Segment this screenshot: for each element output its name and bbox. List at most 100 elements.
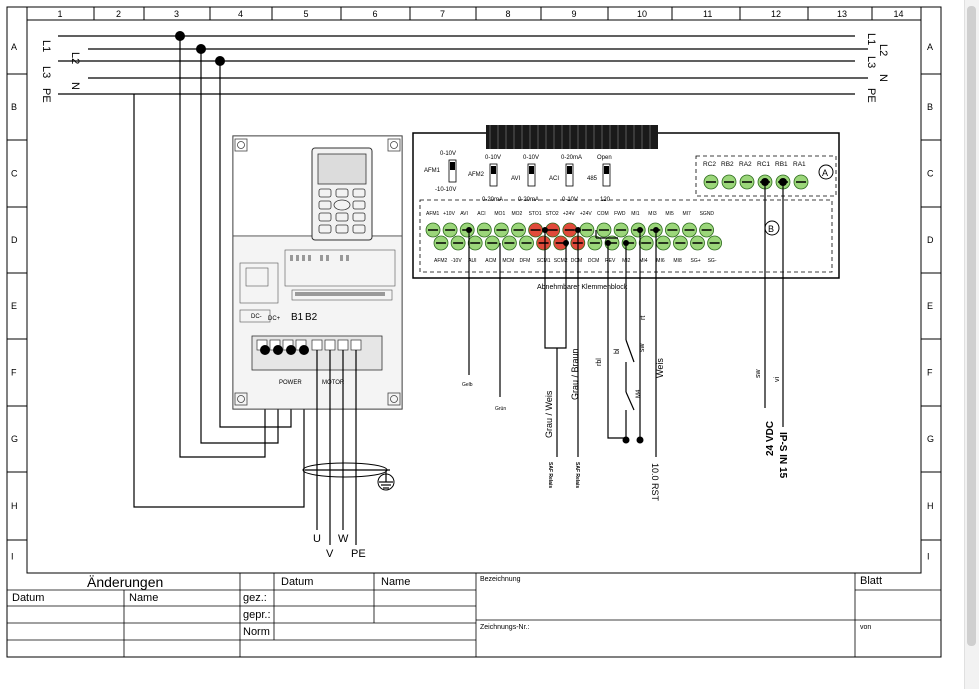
label-n-right: N <box>877 74 889 82</box>
row-letter-left: A <box>11 42 17 52</box>
row-letter-right: H <box>927 501 934 511</box>
bottom-terminal-label: MI4 <box>639 258 648 264</box>
top-terminal-label: MO2 <box>512 211 523 217</box>
column-number: 2 <box>116 9 121 19</box>
wire-label-rbl: rbl <box>596 358 603 366</box>
top-terminal-label: STO2 <box>546 211 559 217</box>
zeichnungs-nr-label: Zeichnungs-Nr.: <box>480 624 529 631</box>
motor-phase-w: W <box>338 533 349 545</box>
marker-a-circle <box>818 164 834 180</box>
wire-label-sw: sw <box>639 343 646 353</box>
wire-label-sw-2: sw <box>755 369 762 379</box>
column-number: 11 <box>703 9 712 19</box>
gepr-label: gepr.: <box>243 609 271 621</box>
wire-label-vi: vi <box>774 377 781 383</box>
row-letter-right: C <box>927 169 934 179</box>
top-terminal-label: AVI <box>460 211 468 217</box>
column-number: 3 <box>174 9 179 19</box>
bottom-terminal-label: AUI <box>468 258 476 264</box>
wire-label-ips-in15: IP-S IN 15 <box>777 432 788 479</box>
bottom-terminal-label: MI8 <box>673 258 682 264</box>
wire-label-saf-2: SAF Relais <box>574 462 580 488</box>
label-l3-right: L3 <box>865 56 877 68</box>
row-letter-right: I <box>927 552 930 562</box>
row-letter-right: E <box>927 301 933 311</box>
wire-label-24vdc: 24 VDC <box>765 421 776 456</box>
control-wiring <box>468 182 784 457</box>
gez-label: gez.: <box>243 592 267 604</box>
mains-labels-left: L1 L2 L3 N PE <box>40 40 81 103</box>
svg-text:485: 485 <box>587 176 598 182</box>
motor-wiring <box>305 350 393 545</box>
sheet-border <box>6 6 942 658</box>
row-letter-right: G <box>927 434 934 444</box>
bottom-terminal-label: REV <box>605 258 616 264</box>
bottom-row-terminals <box>433 235 722 251</box>
wire-label-gelb: Gelb <box>462 382 473 388</box>
datum-header: Datum <box>281 576 313 588</box>
motor-block-label: MOTOR <box>322 380 345 386</box>
wire-connection-dots <box>466 178 787 444</box>
motor-phase-pe: PE <box>351 548 366 560</box>
top-terminal-label: MO1 <box>494 211 505 217</box>
row-letter-left: C <box>11 169 18 179</box>
relay-label: RB1 <box>775 161 788 168</box>
bottom-terminal-label: AFM2 <box>434 258 448 264</box>
column-number: 8 <box>506 9 511 19</box>
wire-label-rt: rt <box>640 316 647 320</box>
svg-text:0-10V: 0-10V <box>440 151 456 157</box>
scrollbar-thumb[interactable] <box>967 6 976 646</box>
dc-plus-label: DC+ <box>268 316 281 322</box>
wire-label-weis: Weis <box>655 358 665 378</box>
svg-text:AVI: AVI <box>511 176 521 182</box>
row-letter-right: F <box>927 368 933 378</box>
ground-symbol <box>377 473 395 491</box>
name-header: Name <box>381 576 410 588</box>
label-l1-left: L1 <box>40 40 52 52</box>
label-l1-right: L1 <box>865 33 877 45</box>
wire-label-m4: M4 <box>636 389 642 398</box>
column-number: 12 <box>771 9 781 19</box>
wire-label-grau-braun: Grau / Braun <box>570 348 580 400</box>
row-letter-right: D <box>927 235 934 245</box>
bottom-terminal-label: SCM2 <box>554 258 568 264</box>
dip-switch-485: 485 Open 120 <box>587 155 612 203</box>
wire-label-gruen: Grün <box>495 406 506 412</box>
row-letter-left: F <box>11 368 17 378</box>
inverter-keypad <box>311 147 373 241</box>
row-letter-left: H <box>11 501 18 511</box>
bottom-terminal-label: ACM <box>485 258 496 264</box>
von-label: von <box>860 624 871 631</box>
mains-lines <box>58 35 868 95</box>
column-number: 1 <box>58 9 63 19</box>
top-terminal-label: SGND <box>700 211 715 217</box>
changes-name-header: Name <box>129 592 158 604</box>
row-letter-right: A <box>927 42 933 52</box>
blatt-label: Blatt <box>860 575 882 587</box>
top-terminal-label: +24V <box>563 211 575 217</box>
marker-b-label: B <box>768 224 774 234</box>
wire-label-grau-weis: Grau / Weis <box>544 390 554 438</box>
dip-switch-afm2: AFM2 0-10V 0-20mA <box>468 155 503 203</box>
svg-text:Open: Open <box>597 155 612 161</box>
dc-minus-label: DC- <box>251 314 262 320</box>
column-number: 5 <box>304 9 309 19</box>
dip-switch-aci: ACI 0-20mA 0-10V <box>549 155 582 203</box>
svg-text:AFM1: AFM1 <box>424 168 441 174</box>
svg-text:0-20mA: 0-20mA <box>518 197 539 203</box>
svg-text:AFM2: AFM2 <box>468 172 485 178</box>
top-terminal-label: FWD <box>614 211 626 217</box>
column-number: 4 <box>238 9 243 19</box>
label-pe-left: PE <box>40 88 52 103</box>
terminal-block-caption: Abnehmbarer Klemmenblock <box>537 284 628 291</box>
label-l3-left: L3 <box>40 66 52 78</box>
top-terminal-label: COM <box>597 211 609 217</box>
label-l2-left: L2 <box>69 52 81 64</box>
column-number: 13 <box>837 9 847 19</box>
norm-label: Norm <box>243 626 270 638</box>
contacts <box>624 339 635 411</box>
